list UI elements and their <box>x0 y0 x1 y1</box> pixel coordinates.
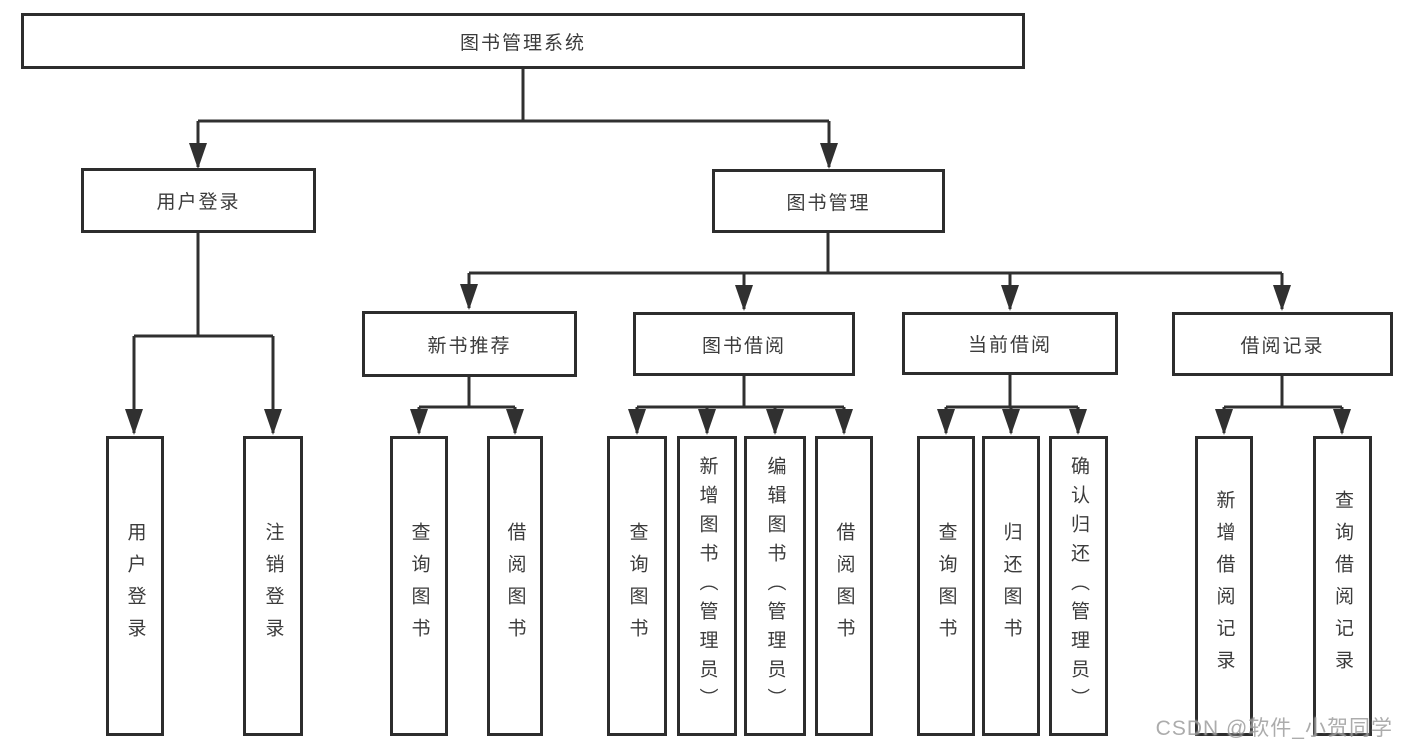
root-connectors <box>189 69 838 169</box>
node-book-borrowing: 图书借阅 <box>633 312 855 376</box>
node-label: 编辑图书（管理员） <box>764 455 786 717</box>
node-label: 查询图书 <box>626 522 648 650</box>
current-borrowing-connectors <box>937 375 1087 435</box>
node-label: 归还图书 <box>1000 522 1022 650</box>
node-query-books-borrowing: 查询图书 <box>607 436 667 736</box>
user-login-connectors <box>125 233 282 435</box>
node-label: 新增图书（管理员） <box>696 455 718 717</box>
node-borrowing-records: 借阅记录 <box>1172 312 1393 376</box>
node-book-management: 图书管理 <box>712 169 945 233</box>
node-label: 新增借阅记录 <box>1213 490 1235 682</box>
node-confirm-return-admin: 确认归还（管理员） <box>1049 436 1108 736</box>
node-edit-book-admin: 编辑图书（管理员） <box>744 436 806 736</box>
node-label: 查询图书 <box>408 522 430 650</box>
node-label: 新书推荐 <box>427 335 512 357</box>
node-query-borrow-record: 查询借阅记录 <box>1313 436 1372 736</box>
node-new-book-recommend: 新书推荐 <box>362 311 577 377</box>
book-borrowing-connectors <box>628 376 853 435</box>
node-add-borrow-record: 新增借阅记录 <box>1195 436 1253 736</box>
node-label: 图书管理 <box>786 192 871 214</box>
node-user-login-leaf: 用户登录 <box>106 436 164 736</box>
node-borrow-books-borrowing: 借阅图书 <box>815 436 873 736</box>
new-book-recommend-connectors <box>410 377 524 435</box>
node-label: 借阅图书 <box>833 522 855 650</box>
node-label: 借阅记录 <box>1240 335 1325 357</box>
node-library-system: 图书管理系统 <box>21 13 1025 69</box>
node-query-books-recommend: 查询图书 <box>390 436 448 736</box>
node-label: 当前借阅 <box>967 335 1052 356</box>
book-management-connectors <box>460 233 1291 311</box>
borrowing-records-connectors <box>1215 376 1351 435</box>
node-query-books-current: 查询图书 <box>917 436 975 736</box>
node-label: 图书管理系统 <box>459 32 586 54</box>
node-label: 用户登录 <box>124 522 146 650</box>
node-label: 查询借阅记录 <box>1332 490 1353 682</box>
node-label: 注销登录 <box>262 522 284 650</box>
node-label: 图书借阅 <box>701 335 786 357</box>
node-label: 借阅图书 <box>504 522 526 650</box>
node-borrow-books-recommend: 借阅图书 <box>487 436 543 736</box>
node-label: 用户登录 <box>156 192 241 213</box>
node-return-book: 归还图书 <box>982 436 1040 736</box>
node-label: 确认归还（管理员） <box>1068 455 1089 717</box>
csdn-watermark: CSDN @软件_小贺同学 <box>1155 717 1393 740</box>
node-current-borrowing: 当前借阅 <box>902 312 1118 375</box>
node-label: 查询图书 <box>935 522 957 650</box>
node-logout: 注销登录 <box>243 436 303 736</box>
node-user-login: 用户登录 <box>81 168 316 233</box>
node-add-book-admin: 新增图书（管理员） <box>677 436 737 736</box>
